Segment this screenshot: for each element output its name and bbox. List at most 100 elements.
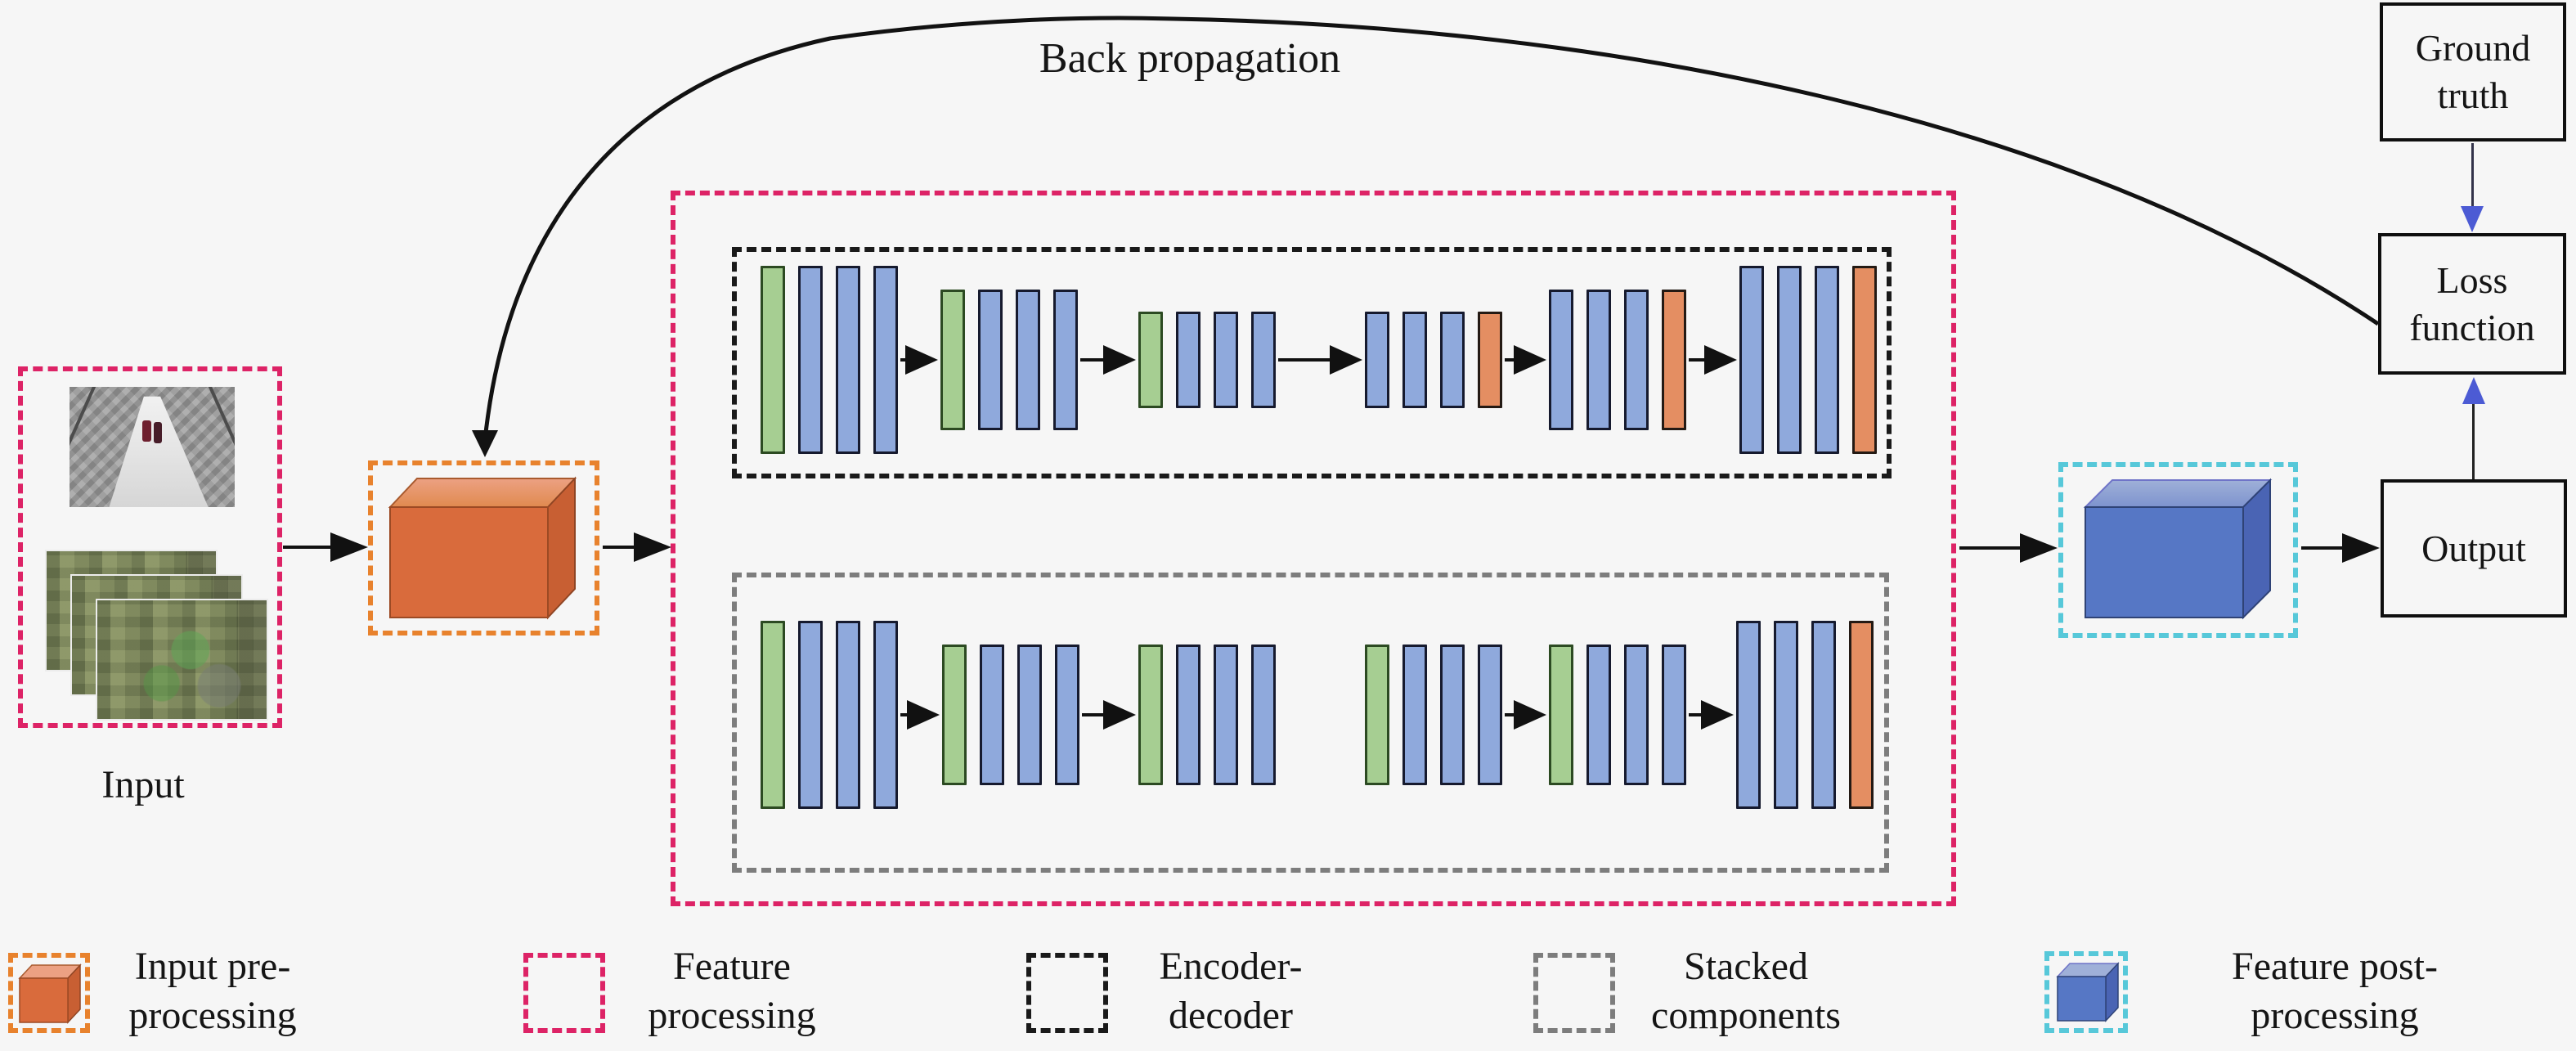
row-arrow bbox=[1689, 700, 1734, 730]
orange-cube-front bbox=[389, 506, 549, 618]
layer-bar-green bbox=[1365, 645, 1389, 785]
layer-bar-orange bbox=[1852, 266, 1877, 454]
legend-swatch-stacked-components bbox=[1533, 953, 1615, 1033]
layer-bar-blue bbox=[1214, 645, 1238, 785]
layer-bar-blue bbox=[873, 621, 898, 809]
layer-bar-blue bbox=[1053, 290, 1078, 430]
row-arrow-shaft bbox=[1689, 713, 1706, 716]
row-arrowhead-icon bbox=[907, 700, 940, 730]
blue-cube bbox=[2083, 478, 2273, 620]
layer-bar-blue bbox=[1055, 645, 1079, 785]
layer-bar-blue bbox=[873, 266, 898, 454]
row-arrow bbox=[1505, 700, 1546, 730]
layer-bar-blue bbox=[1774, 621, 1798, 809]
layer-bar-orange bbox=[1478, 312, 1502, 408]
layer-bar-blue bbox=[1739, 266, 1764, 454]
row-arrow bbox=[1278, 345, 1362, 375]
row-arrow-shaft bbox=[1278, 358, 1335, 362]
flow-arrow-preprocessing-to-feature bbox=[603, 532, 671, 562]
layer-bar-green bbox=[1138, 312, 1163, 408]
layer-bar-blue bbox=[1815, 266, 1839, 454]
layer-bar-blue bbox=[1478, 645, 1502, 785]
layer-bar-green bbox=[761, 266, 785, 454]
layer-bar-blue bbox=[1176, 645, 1200, 785]
backprop-arrowhead-icon bbox=[472, 430, 498, 457]
layer-bar-blue bbox=[798, 266, 823, 454]
bridge-walkway bbox=[109, 396, 209, 507]
ground-truth-node: Ground truth bbox=[2380, 2, 2566, 141]
row-arrow-shaft bbox=[1082, 713, 1108, 716]
layer-bar-orange bbox=[1662, 290, 1686, 430]
input-frame-3 bbox=[96, 599, 268, 721]
legend-blue-cube-icon bbox=[2056, 962, 2120, 1022]
layer-bar-blue bbox=[1736, 621, 1761, 809]
blue-cube-front bbox=[2085, 506, 2244, 618]
layer-bar-blue bbox=[1251, 645, 1276, 785]
bridge-person-2 bbox=[154, 421, 163, 443]
blue-cube-top bbox=[2083, 479, 2273, 508]
row-arrow bbox=[1505, 345, 1546, 375]
bridge-cable-left bbox=[70, 387, 103, 507]
output-label: Output bbox=[2421, 527, 2526, 569]
legend-swatch-input-preprocessing bbox=[8, 953, 90, 1033]
layer-bar-blue bbox=[1662, 645, 1686, 785]
row-arrowhead-icon bbox=[1704, 345, 1737, 375]
layer-bar-green bbox=[1549, 645, 1573, 785]
row-arrow bbox=[900, 345, 938, 375]
row-arrow bbox=[900, 700, 940, 730]
loss-function-node: Loss function bbox=[2378, 233, 2566, 375]
layer-bar-blue bbox=[1586, 645, 1611, 785]
layer-bar-blue bbox=[1586, 290, 1611, 430]
row-arrowhead-icon bbox=[905, 345, 938, 375]
bridge-cable-right bbox=[201, 387, 235, 507]
row-arrowhead-icon bbox=[1103, 345, 1136, 375]
legend-label-encoder-decoder: Encoder- decoder bbox=[1159, 945, 1303, 1037]
layer-bar-blue bbox=[1777, 266, 1802, 454]
flow-arrow-postprocessing-to-output bbox=[2301, 533, 2380, 563]
layer-bar-blue bbox=[1016, 290, 1040, 430]
loss-function-label: Loss function bbox=[2409, 258, 2535, 348]
input-label: Input bbox=[101, 763, 185, 806]
layer-bar-green bbox=[940, 290, 965, 430]
layer-bar-blue bbox=[1440, 312, 1465, 408]
legend-swatch-encoder-decoder bbox=[1026, 953, 1108, 1033]
feature-postprocessing-box bbox=[2058, 462, 2298, 638]
orange-cube bbox=[388, 476, 577, 620]
row-arrowhead-icon bbox=[1514, 345, 1546, 375]
input-box bbox=[18, 366, 282, 728]
row-arrowhead-icon bbox=[1514, 700, 1546, 730]
output-node: Output bbox=[2381, 479, 2567, 618]
row-arrowhead-icon bbox=[1701, 700, 1734, 730]
layer-bar-orange bbox=[1849, 621, 1874, 809]
legend-label-input-preprocessing: Input pre- processing bbox=[128, 945, 297, 1037]
layer-bar-blue bbox=[836, 266, 860, 454]
flow-arrow-input-to-preprocessing bbox=[283, 532, 368, 562]
input-bridge-image bbox=[70, 387, 235, 507]
flow-arrow-feature-to-postprocessing bbox=[1959, 533, 2058, 563]
stacked-components-box bbox=[732, 573, 1889, 873]
layer-bar-blue bbox=[836, 621, 860, 809]
row-arrow-shaft bbox=[1505, 713, 1519, 716]
row-arrow-shaft bbox=[900, 713, 912, 716]
layer-bar-blue bbox=[1624, 290, 1649, 430]
layer-bar-blue bbox=[1214, 312, 1238, 408]
layer-bar-blue bbox=[1402, 645, 1427, 785]
legend-swatch-feature-processing bbox=[523, 953, 605, 1033]
layer-bar-green bbox=[761, 621, 785, 809]
legend-label-stacked-components: Stacked components bbox=[1651, 945, 1841, 1037]
layer-bar-blue bbox=[1440, 645, 1465, 785]
layer-bar-green bbox=[942, 645, 967, 785]
layer-bar-blue bbox=[1811, 621, 1836, 809]
row-arrowhead-icon bbox=[1330, 345, 1362, 375]
layer-bar-blue bbox=[1251, 312, 1276, 408]
legend-orange-cube-icon bbox=[18, 963, 82, 1024]
layer-bar-blue bbox=[798, 621, 823, 809]
legend-swatch-feature-postprocessing bbox=[2044, 951, 2128, 1033]
input-preprocessing-box bbox=[368, 460, 599, 636]
bridge-person-1 bbox=[141, 420, 151, 442]
backprop-label: Back propagation bbox=[1039, 35, 1341, 82]
layer-bar-blue bbox=[1402, 312, 1427, 408]
arrow-ground-truth-to-loss bbox=[2461, 143, 2484, 232]
layer-bar-blue bbox=[1017, 645, 1042, 785]
